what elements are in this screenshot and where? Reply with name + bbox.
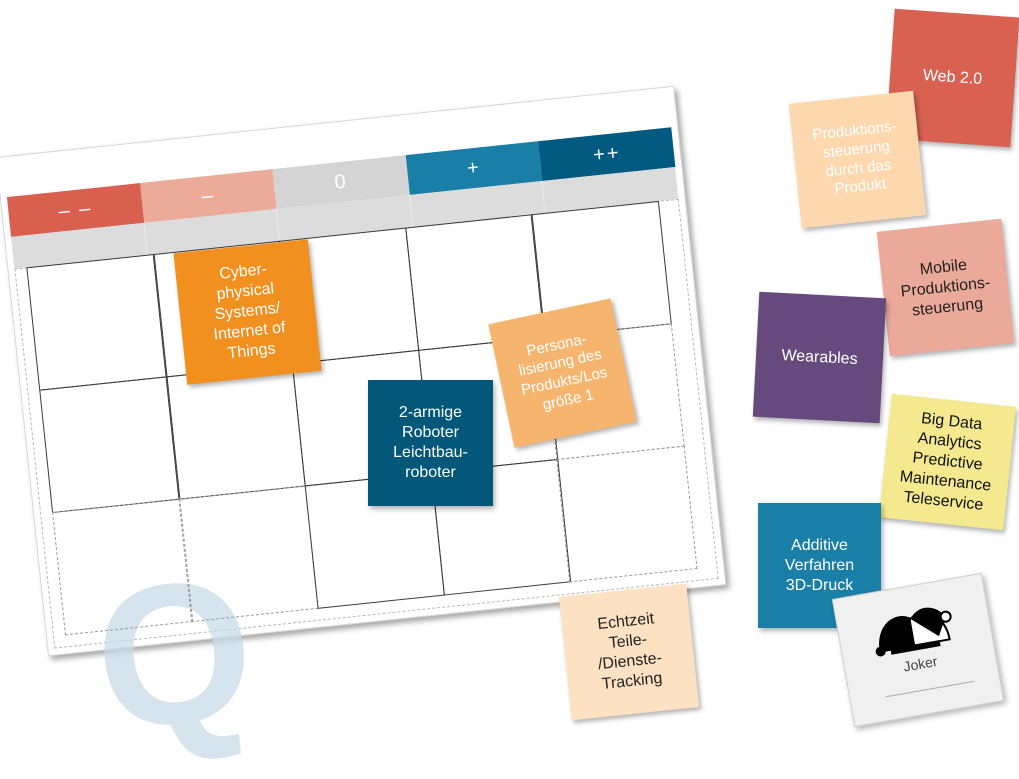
card-additive-verfahren[interactable]: Additive Verfahren 3D-Druck [758, 503, 881, 628]
card-personalisierung[interactable]: Persona- lisierung des Produkts/Los größ… [488, 298, 637, 448]
grid-cell [178, 484, 319, 622]
scene: – – – 0 + ++ Q [0, 8, 1019, 774]
card-produktionssteuerung[interactable]: Produktions- steuerung durch das Produkt [788, 90, 927, 229]
grid-cell [52, 498, 193, 636]
grid-cell [39, 376, 181, 514]
card-mobile-produktionssteuerung[interactable]: Mobile Produktions- steuerung [876, 218, 1015, 357]
grid-cell [556, 445, 698, 583]
card-big-data[interactable]: Big Data Analytics Predictive Maintenanc… [878, 393, 1017, 531]
card-wearables[interactable]: Wearables [752, 291, 887, 424]
jester-hat-icon [875, 607, 952, 657]
card-2-armige-roboter[interactable]: 2-armige Roboter Leichtbau- roboter [368, 380, 493, 506]
joker-card[interactable]: Joker [831, 572, 1005, 728]
grid-cell [26, 254, 168, 392]
card-cps-iot[interactable]: Cyber- physical Systems/ Internet of Thi… [173, 239, 322, 385]
card-echtzeit-tracking[interactable]: Echtzeit Teile- /Dienste- Tracking [558, 583, 700, 721]
joker-signature-line [885, 680, 975, 698]
